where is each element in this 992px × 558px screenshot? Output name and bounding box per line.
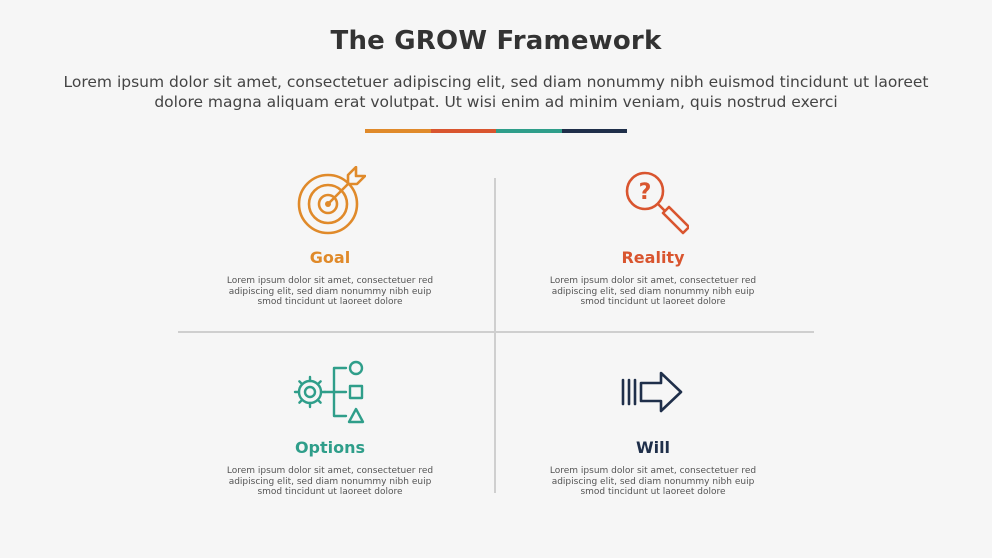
page-subtitle: Lorem ipsum dolor sit amet, consectetuer… bbox=[63, 73, 929, 111]
vertical-divider bbox=[494, 178, 496, 493]
quadrant-description: Lorem ipsum dolor sit amet, consectetuer… bbox=[549, 466, 757, 497]
arrow-right-icon bbox=[621, 371, 683, 413]
accent-bar bbox=[365, 129, 627, 133]
quadrant-goal: Goal Lorem ipsum dolor sit amet, consect… bbox=[220, 166, 440, 308]
quadrant-description: Lorem ipsum dolor sit amet, consectetuer… bbox=[226, 276, 434, 307]
accent-segment-options bbox=[496, 129, 562, 133]
quadrant-label: Options bbox=[294, 438, 366, 457]
magnifier-question-icon: ? bbox=[625, 171, 689, 235]
page-title: The GROW Framework bbox=[330, 26, 662, 56]
target-icon bbox=[297, 166, 366, 235]
quadrant-will: Will Lorem ipsum dolor sit amet, consect… bbox=[543, 356, 763, 498]
svg-text:?: ? bbox=[639, 180, 652, 205]
accent-segment-will bbox=[561, 129, 627, 133]
quadrant-description: Lorem ipsum dolor sit amet, consectetuer… bbox=[549, 276, 757, 307]
horizontal-divider bbox=[178, 331, 814, 333]
quadrant-label: Reality bbox=[621, 248, 685, 267]
quadrant-reality: ? Reality Lorem ipsum dolor sit amet, co… bbox=[543, 166, 763, 308]
accent-segment-reality bbox=[430, 129, 496, 133]
quadrant-options: Options Lorem ipsum dolor sit amet, cons… bbox=[220, 356, 440, 498]
quadrant-description: Lorem ipsum dolor sit amet, consectetuer… bbox=[226, 466, 434, 497]
quadrant-label: Goal bbox=[309, 248, 351, 267]
quadrant-label: Will bbox=[635, 438, 671, 457]
gear-options-icon bbox=[293, 360, 365, 424]
accent-segment-goal bbox=[365, 129, 431, 133]
